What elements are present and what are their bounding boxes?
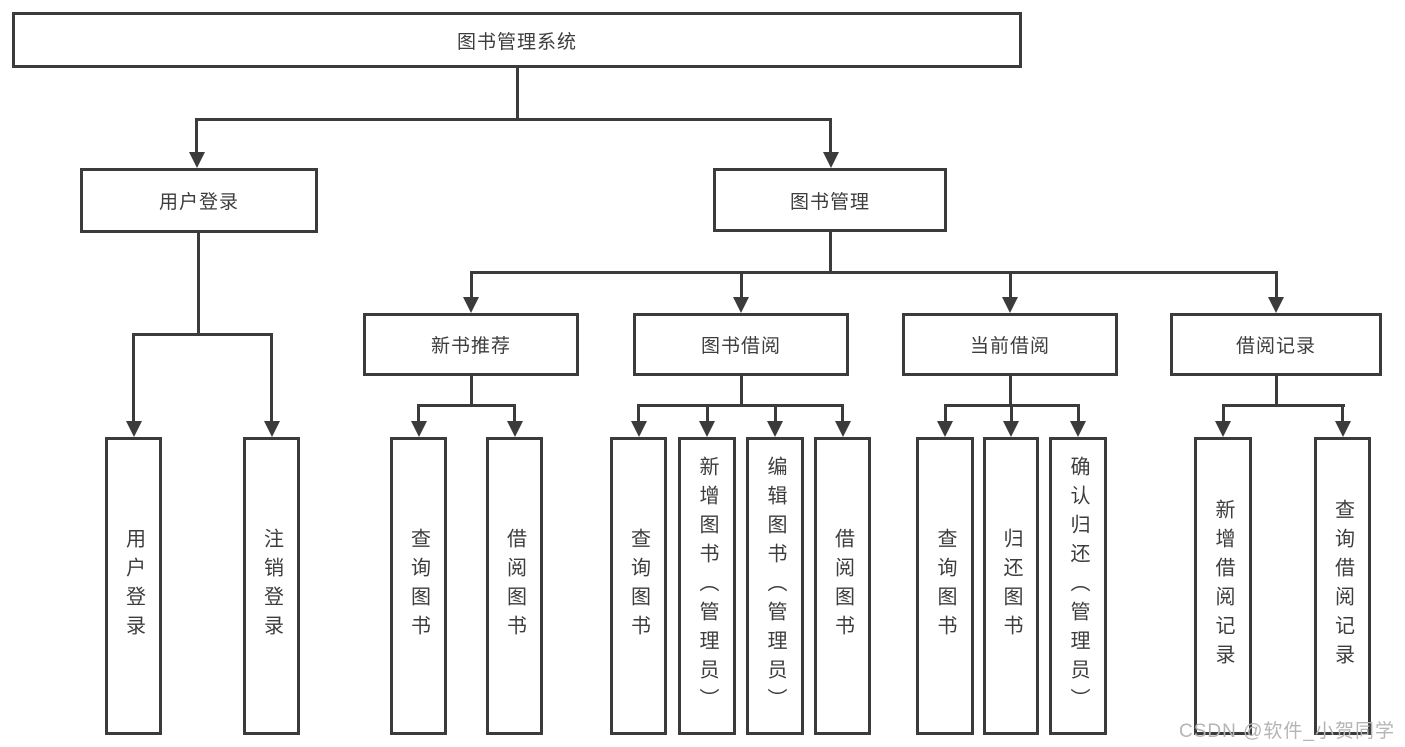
connector-line-v (469, 374, 473, 406)
node-book-management: 图书管理 (713, 168, 947, 232)
node-label: 新书推荐 (430, 336, 511, 357)
connector-line-v (1274, 271, 1278, 299)
connector-line-v (943, 404, 947, 423)
connector-line-h (469, 271, 1278, 274)
node-label: 借阅记录 (1235, 336, 1316, 357)
arrow-down-icon (822, 152, 839, 168)
arrow-down-icon (125, 421, 142, 437)
connector-line-h (637, 404, 844, 407)
leaf-label: 注销登录 (260, 528, 283, 644)
arrow-down-icon (834, 421, 851, 437)
node-book-borrowing: 图书借阅 (633, 313, 849, 376)
leaf-label: 归还图书 (1000, 528, 1022, 644)
connector-line-v (513, 404, 516, 423)
csdn-watermark: CSDN @软件_小贺同学 (1179, 721, 1395, 742)
connector-line-h (1221, 404, 1345, 407)
connector-line-v (739, 374, 743, 406)
leaf-label: 编辑图书（管理员） (764, 455, 786, 717)
leaf-logout-login: 注销登录 (243, 437, 300, 735)
connector-line-v (1008, 271, 1012, 299)
leaf-return-books: 归还图书 (983, 437, 1039, 735)
node-new-book-recommendation: 新书推荐 (363, 313, 579, 376)
arrow-down-icon (699, 421, 715, 437)
node-label: 图书管理系统 (456, 31, 577, 53)
arrow-down-icon (1215, 421, 1231, 437)
arrow-down-icon (506, 421, 523, 437)
connector-line-v (1341, 404, 1344, 423)
connector-line-v (637, 404, 640, 423)
connector-line-v (270, 333, 273, 425)
connector-line-v (197, 231, 200, 336)
connector-line-v (841, 404, 844, 423)
connector-line-v (195, 118, 198, 156)
leaf-label: 借阅图书 (831, 528, 854, 644)
leaf-label: 确认归还（管理员） (1067, 455, 1089, 717)
connector-line-v (739, 271, 743, 299)
node-label: 图书管理 (789, 191, 870, 213)
connector-line-h (132, 333, 273, 336)
connector-line-v (1076, 404, 1080, 423)
connector-line-v (132, 333, 135, 425)
leaf-borrow-books-recommend: 借阅图书 (486, 437, 543, 735)
leaf-add-book-admin: 新增图书（管理员） (678, 437, 736, 735)
connector-line-v (829, 118, 832, 156)
connector-line-v (1009, 404, 1013, 423)
leaf-query-borrowing-record: 查询借阅记录 (1314, 437, 1371, 735)
node-borrowing-records: 借阅记录 (1170, 313, 1382, 376)
arrow-down-icon (1334, 421, 1351, 437)
leaf-label: 查询图书 (407, 528, 430, 644)
leaf-label: 查询图书 (934, 528, 956, 644)
connector-line-v (516, 67, 519, 120)
leaf-confirm-return-admin: 确认归还（管理员） (1049, 437, 1107, 735)
arrow-down-icon (188, 152, 205, 168)
arrow-down-icon (410, 421, 427, 437)
leaf-label: 新增借阅记录 (1212, 499, 1234, 673)
arrow-down-icon (263, 421, 280, 437)
leaf-user-login: 用户登录 (105, 437, 162, 735)
connector-line-v (469, 271, 473, 299)
leaf-edit-book-admin: 编辑图书（管理员） (746, 437, 804, 735)
arrow-down-icon (1002, 297, 1018, 313)
leaf-label: 借阅图书 (503, 528, 526, 644)
leaf-label: 查询借阅记录 (1331, 499, 1354, 673)
node-label: 当前借阅 (969, 336, 1050, 357)
connector-line-v (705, 404, 709, 423)
node-label: 图书借阅 (700, 336, 781, 357)
connector-line-v (828, 231, 832, 273)
connector-line-v (417, 404, 420, 423)
connector-line-v (1221, 404, 1225, 423)
arrow-down-icon (767, 421, 783, 437)
leaf-query-books-current: 查询图书 (916, 437, 974, 735)
arrow-down-icon (1268, 297, 1284, 313)
leaf-add-borrowing-record: 新增借阅记录 (1194, 437, 1252, 735)
connector-line-h (195, 118, 832, 121)
arrow-down-icon (733, 297, 749, 313)
node-current-borrowing: 当前借阅 (902, 313, 1118, 376)
connector-line-v (773, 404, 777, 423)
leaf-query-books-borrowing: 查询图书 (610, 437, 667, 735)
leaf-label: 新增图书（管理员） (696, 455, 718, 717)
arrow-down-icon (1003, 421, 1019, 437)
connector-line-v (1008, 374, 1012, 406)
leaf-query-books-recommend: 查询图书 (390, 437, 447, 735)
leaf-label: 查询图书 (627, 528, 650, 644)
node-label: 用户登录 (158, 192, 239, 213)
leaf-borrow-books-borrowing: 借阅图书 (814, 437, 871, 735)
arrow-down-icon (463, 297, 479, 313)
arrow-down-icon (630, 421, 647, 437)
node-library-system: 图书管理系统 (12, 12, 1022, 68)
arrow-down-icon (937, 421, 953, 437)
connector-line-v (1274, 374, 1278, 406)
arrow-down-icon (1070, 421, 1086, 437)
connector-line-h (417, 404, 516, 407)
leaf-label: 用户登录 (122, 528, 145, 644)
node-user-login: 用户登录 (80, 168, 318, 233)
